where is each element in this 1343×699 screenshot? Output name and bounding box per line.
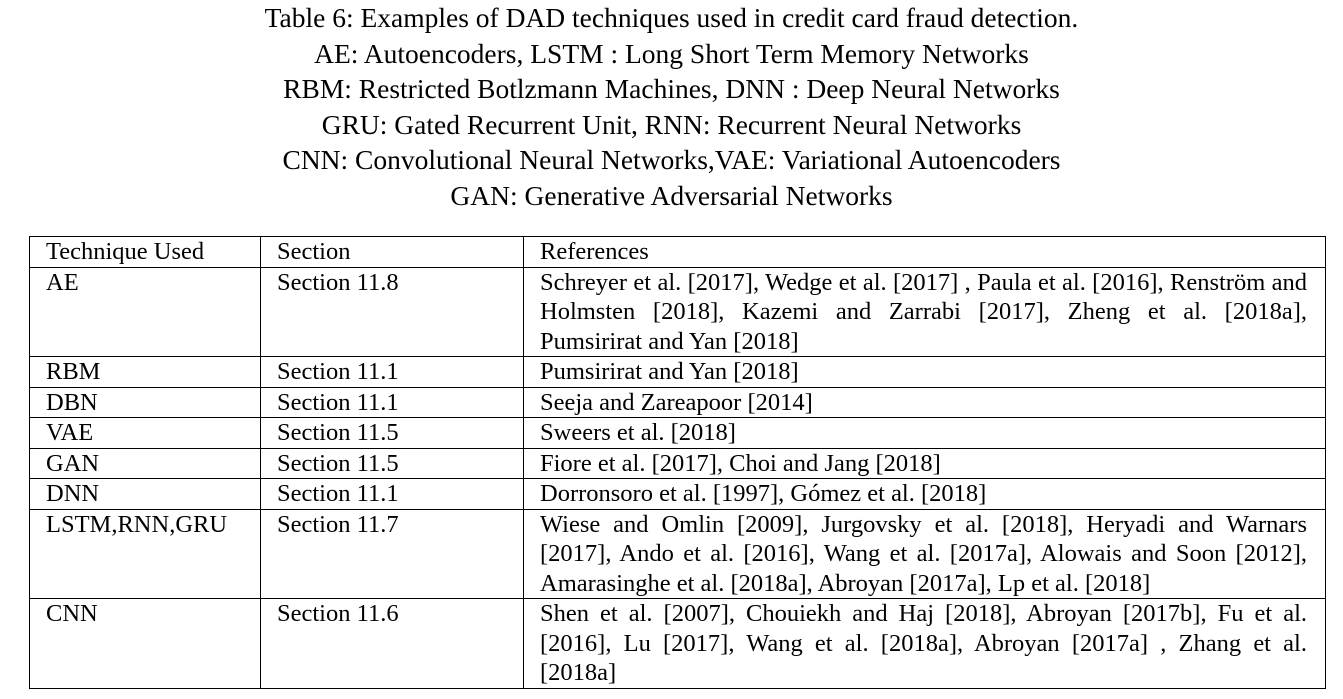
- section-cell: Section 11.5: [260, 417, 524, 449]
- header-technique: Technique Used: [29, 236, 261, 268]
- technique-cell: LSTM,RNN,GRU: [29, 508, 261, 599]
- technique-cell: DNN: [29, 478, 261, 510]
- table-row: GAN Section 11.5 Fiore et al. [2017], Ch…: [29, 447, 1326, 479]
- section-cell: Section 11.1: [260, 478, 524, 510]
- caption-line: CNN: Convolutional Neural Networks,VAE: …: [282, 144, 1061, 175]
- references-cell: Seeja and Zareapoor [2014]: [523, 386, 1326, 418]
- header-section: Section: [260, 236, 524, 268]
- section-cell: Section 11.6: [260, 598, 524, 689]
- caption-line: AE: Autoencoders, LSTM : Long Short Term…: [314, 37, 1029, 69]
- table-header-row: Technique Used Section References: [29, 236, 1326, 268]
- references-cell: Pumsirirat and Yan [2018]: [523, 356, 1326, 388]
- references-cell: Fiore et al. [2017], Choi and Jang [2018…: [523, 447, 1326, 479]
- table-row: VAE Section 11.5 Sweers et al. [2018]: [29, 417, 1326, 449]
- references-cell: Sweers et al. [2018]: [523, 417, 1326, 449]
- technique-cell: RBM: [29, 356, 261, 388]
- caption-line: RBM: Restricted Botlzmann Machines, DNN …: [283, 73, 1060, 104]
- table-row: AE Section 11.8 Schreyer et al. [2017], …: [29, 266, 1326, 357]
- references-cell: Wiese and Omlin [2009], Jurgovsky et al.…: [523, 508, 1326, 599]
- section-cell: Section 11.1: [260, 356, 524, 388]
- references-cell: Schreyer et al. [2017], Wedge et al. [20…: [523, 266, 1326, 357]
- table-caption: Table 6: Examples of DAD techniques used…: [0, 0, 1343, 213]
- technique-cell: AE: [29, 266, 261, 357]
- table-row: CNN Section 11.6 Shen et al. [2007], Cho…: [29, 598, 1326, 689]
- technique-cell: GAN: [29, 447, 261, 479]
- table-row: DBN Section 11.1 Seeja and Zareapoor [20…: [29, 386, 1326, 418]
- section-cell: Section 11.7: [260, 508, 524, 599]
- caption-line: GAN: Generative Adversarial Networks: [450, 179, 893, 211]
- technique-cell: DBN: [29, 386, 261, 418]
- references-cell: Shen et al. [2007], Chouiekh and Haj [20…: [523, 598, 1326, 689]
- caption-title: Table 6: Examples of DAD techniques used…: [264, 2, 1079, 33]
- table-row: RBM Section 11.1 Pumsirirat and Yan [201…: [29, 356, 1326, 388]
- technique-cell: CNN: [29, 598, 261, 689]
- table-row: DNN Section 11.1 Dorronsoro et al. [1997…: [29, 478, 1326, 510]
- section-cell: Section 11.1: [260, 386, 524, 418]
- header-references: References: [523, 236, 1326, 268]
- section-cell: Section 11.8: [260, 266, 524, 357]
- references-cell: Dorronsoro et al. [1997], Gómez et al. […: [523, 478, 1326, 510]
- section-cell: Section 11.5: [260, 447, 524, 479]
- techniques-table: Technique Used Section References AE Sec…: [29, 236, 1326, 689]
- technique-cell: VAE: [29, 417, 261, 449]
- caption-line: GRU: Gated Recurrent Unit, RNN: Recurren…: [321, 108, 1022, 140]
- table-row: LSTM,RNN,GRU Section 11.7 Wiese and Omli…: [29, 508, 1326, 599]
